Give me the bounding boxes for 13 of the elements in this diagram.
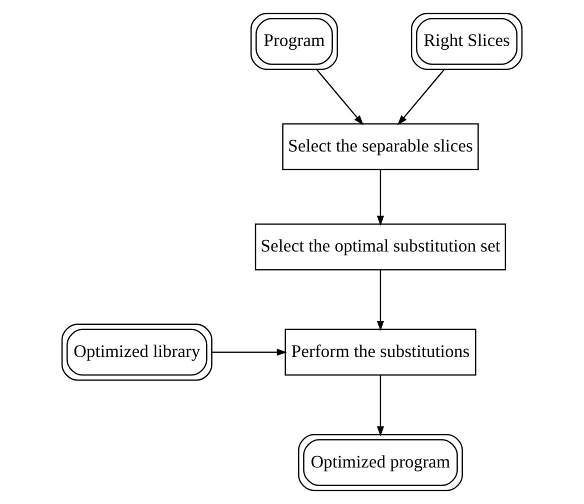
arrow	[212, 348, 288, 356]
node-box: Optimized library	[61, 324, 212, 381]
node-box: Right Slices	[410, 12, 523, 70]
arrow	[316, 69, 364, 126]
node-box: Program	[250, 12, 338, 70]
arrow	[376, 170, 384, 226]
node-box: Perform the substitutions	[284, 328, 476, 376]
node-box: Select the optimal substitution set	[254, 223, 506, 270]
node-box: Optimized program	[298, 434, 463, 492]
arrow	[397, 69, 445, 126]
node-box: Select the separable slices	[282, 123, 479, 170]
arrow	[376, 375, 384, 436]
arrow	[376, 270, 384, 332]
